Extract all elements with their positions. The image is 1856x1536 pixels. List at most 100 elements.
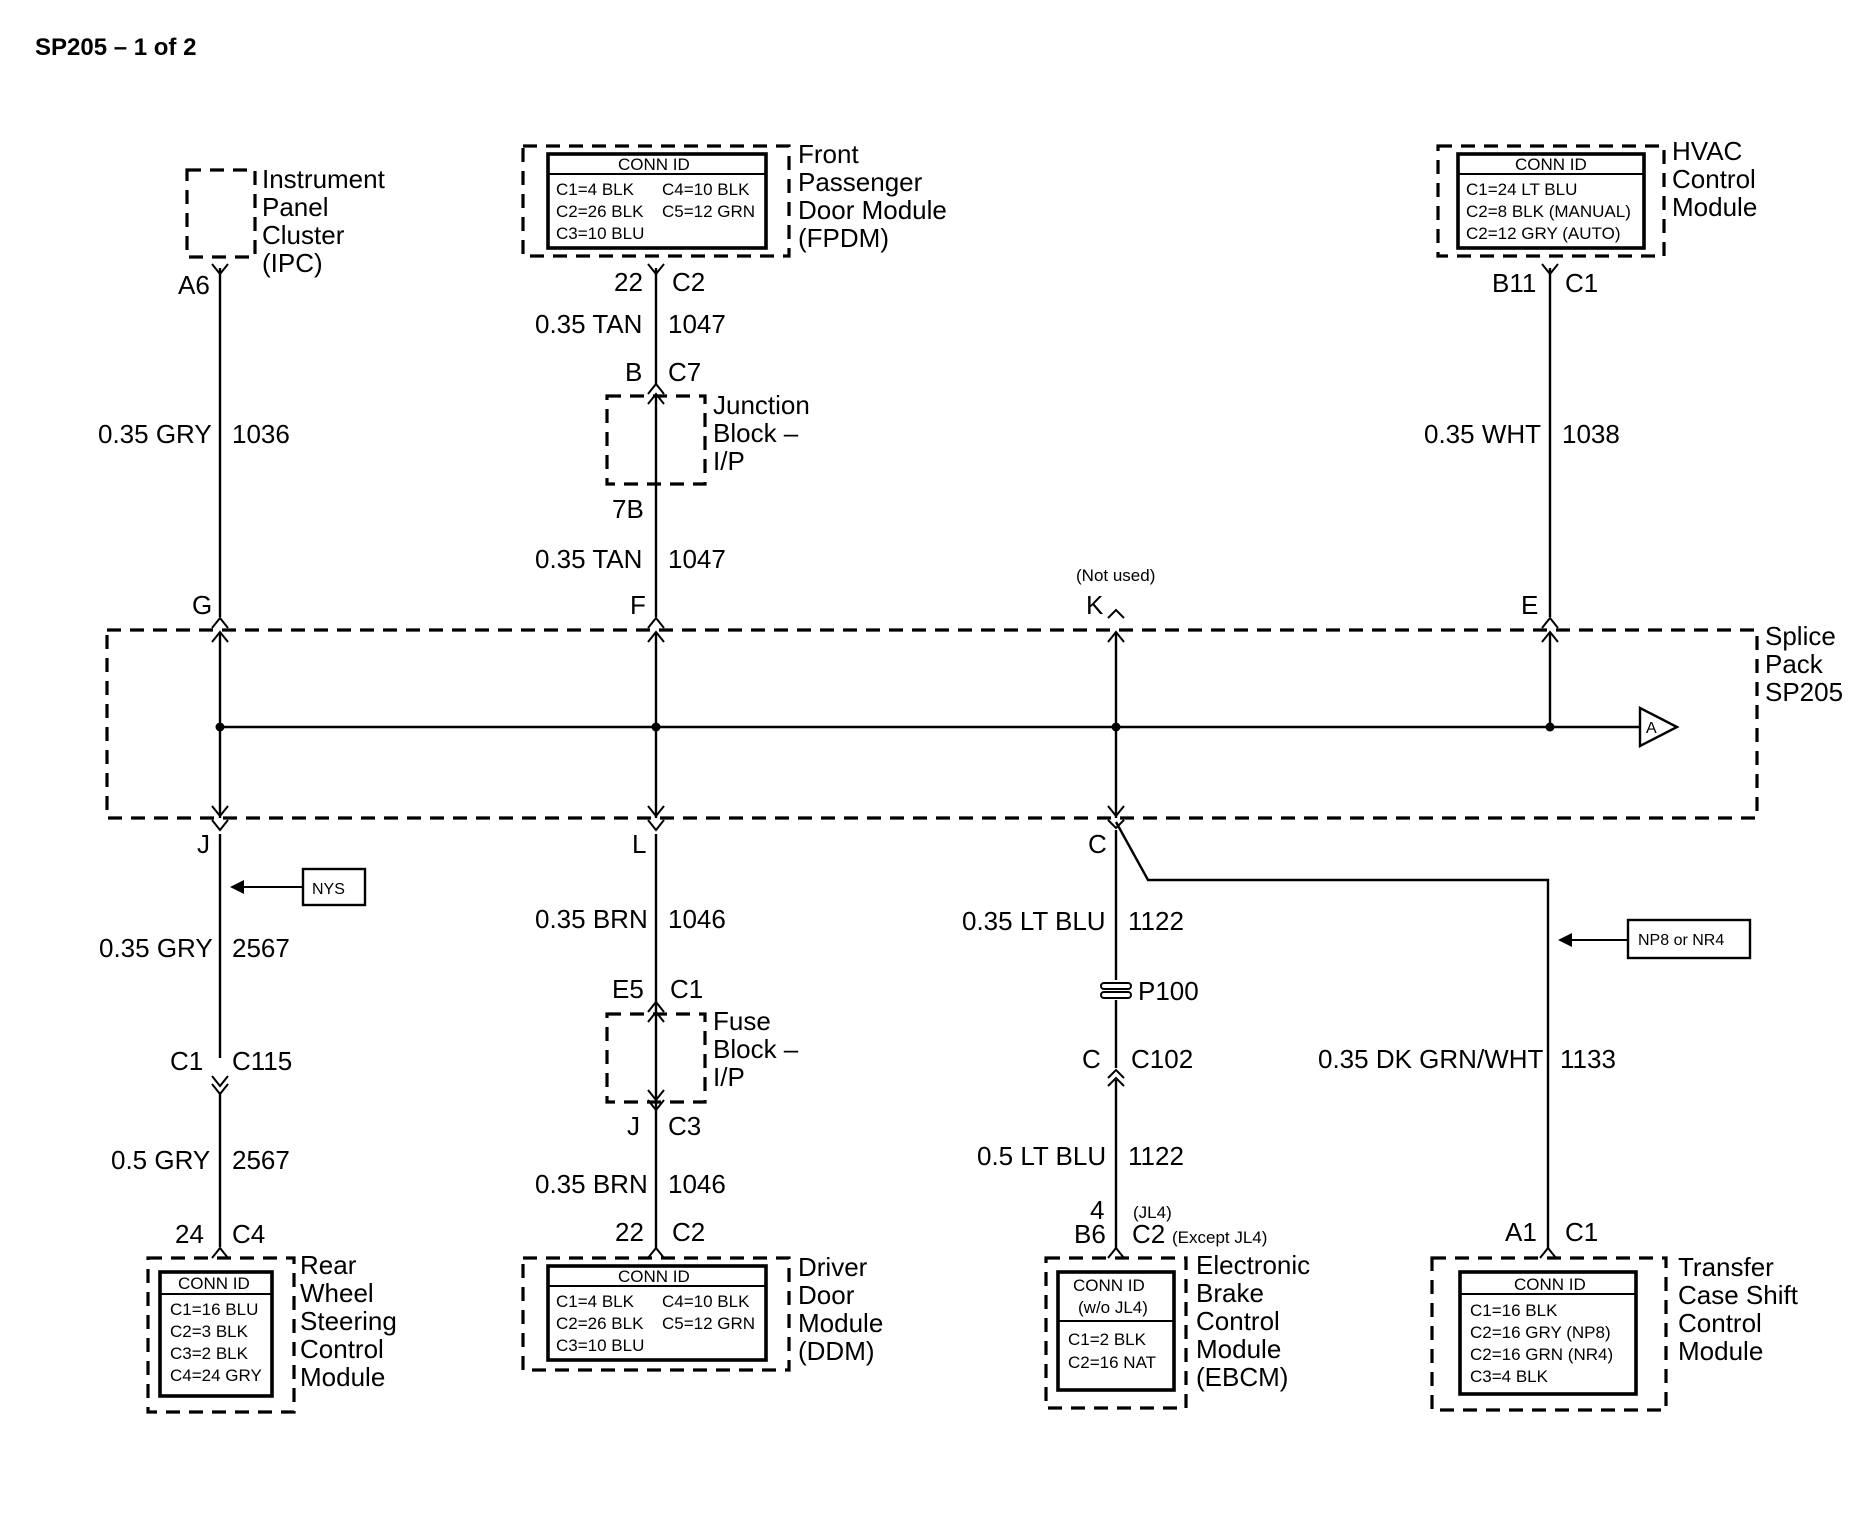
hvac-conn-table	[1456, 152, 1646, 250]
option-box-np8	[1626, 918, 1752, 960]
passthrough-label: P100	[1138, 976, 1199, 1006]
wire-color-label: 0.35 BRN	[535, 1169, 648, 1199]
tcscm-conn-table	[1458, 1270, 1638, 1396]
pin-label: B6	[1074, 1219, 1106, 1249]
conn-table-head: CONN ID	[1514, 1275, 1586, 1294]
wire-color-label: 0.35 TAN	[535, 544, 642, 574]
pin-label: 22	[615, 1217, 644, 1247]
ddm-label: Driver	[798, 1252, 868, 1282]
splice-pack-sp205: A Splice Pack SP205	[105, 621, 1843, 820]
conn-table-row: C3=4 BLK	[1470, 1367, 1549, 1386]
hvac-label: Module	[1672, 192, 1757, 222]
ddm-label: (DDM)	[798, 1336, 875, 1366]
ipc-label: Panel	[262, 192, 329, 222]
offpage-label: A	[1646, 720, 1657, 737]
fpdm-circuit: CONN ID C1=4 BLK C4=10 BLK C2=26 BLK C5=…	[521, 139, 947, 727]
wire-color-label: 0.35 TAN	[535, 309, 642, 339]
fuse-label: I/P	[713, 1062, 745, 1092]
ipc-circuit: Instrument Panel Cluster (IPC) A6 0.35 G…	[98, 164, 386, 727]
conn-table-row: C3=10 BLU	[556, 1336, 644, 1355]
not-used-label: (Not used)	[1076, 566, 1155, 585]
junction-label: I/P	[713, 446, 745, 476]
ebcm-circuit: (Not used) K C 0.35 LT BLU 1122 P100 C C…	[962, 566, 1310, 1410]
splice-pin-label: G	[192, 590, 212, 620]
conn-table-row: C2=3 BLK	[170, 1322, 249, 1341]
hvac-circuit: CONN ID C1=24 LT BLU C2=8 BLK (MANUAL) C…	[1424, 136, 1757, 727]
junction-label: Junction	[713, 390, 810, 420]
ebcm-label: (EBCM)	[1196, 1362, 1288, 1392]
wire-circuit-label: 1122	[1128, 906, 1184, 936]
tcscm-label: Case Shift	[1678, 1280, 1799, 1310]
conn-table-row: C2=16 GRY (NP8)	[1470, 1323, 1611, 1342]
pin-label: B11	[1492, 268, 1536, 298]
ddm-circuit: L 0.35 BRN 1046 E5 C1 Fuse Block – I/P J…	[521, 727, 883, 1372]
connector-label: C2	[672, 1217, 705, 1247]
conn-table-head: CONN ID	[178, 1274, 250, 1293]
wire-color-label: 0.35 LT BLU	[962, 906, 1106, 936]
pin-label: C1	[170, 1046, 203, 1076]
splice-pin-label: E	[1521, 590, 1538, 620]
ddm-module	[521, 1256, 791, 1372]
splice-label: SP205	[1765, 677, 1843, 707]
option-label: NP8 or NR4	[1638, 932, 1724, 949]
splice-pin-label: J	[197, 829, 210, 859]
connector-label: C7	[668, 357, 701, 387]
rws-module	[146, 1256, 296, 1414]
offpage-connector-a	[1638, 706, 1680, 748]
ipc-label: (IPC)	[262, 248, 323, 278]
wire-color-label: 0.35 BRN	[535, 904, 648, 934]
fuse-block	[605, 1012, 707, 1104]
wire-color-label: 0.5 LT BLU	[977, 1141, 1106, 1171]
conn-table-row: C4=10 BLK	[662, 1292, 750, 1311]
conn-table-row: C3=2 BLK	[170, 1344, 249, 1363]
option-note: (JL4)	[1133, 1203, 1172, 1222]
ddm-label: Door	[798, 1280, 855, 1310]
hvac-module	[1436, 144, 1666, 258]
wire-circuit-label: 1036	[232, 419, 290, 449]
fpdm-label: Door Module	[798, 195, 947, 225]
conn-table-row: C4=10 BLK	[662, 180, 750, 199]
wire-circuit-label: 1046	[668, 904, 726, 934]
wire-circuit-label: 1047	[668, 544, 726, 574]
rws-label: Wheel	[300, 1278, 374, 1308]
ebcm-module	[1044, 1256, 1188, 1410]
ebcm-label: Module	[1196, 1334, 1281, 1364]
wire-circuit-label: 1046	[668, 1169, 726, 1199]
wire-circuit-label: 2567	[232, 933, 290, 963]
wire-circuit-label: 2567	[232, 1145, 290, 1175]
splice-pin-label: K	[1086, 590, 1104, 620]
connector-label: C115	[232, 1046, 292, 1076]
option-label: NYS	[312, 881, 345, 898]
diagram-title: SP205 – 1 of 2	[35, 34, 196, 61]
wire-color-label: 0.35 DK GRN/WHT	[1318, 1044, 1543, 1074]
conn-table-row: C5=12 GRN	[662, 1314, 755, 1333]
conn-table-row: C1=16 BLU	[170, 1300, 258, 1319]
hvac-label: Control	[1672, 164, 1756, 194]
ebcm-label: Control	[1196, 1306, 1280, 1336]
conn-table-row: C2=8 BLK (MANUAL)	[1466, 202, 1631, 221]
wire-circuit-label: 1122	[1128, 1141, 1184, 1171]
transfer-case-circuit: NP8 or NR4 0.35 DK GRN/WHT 1133 A1 C1 CO…	[1114, 821, 1799, 1412]
ipc-label: Cluster	[262, 220, 345, 250]
pin-label: 24	[175, 1219, 204, 1249]
ddm-conn-table	[546, 1264, 768, 1362]
fpdm-label: Front	[798, 139, 859, 169]
rws-circuit: J NYS 0.35 GRY 2567 C1 C115 0.5 GRY 2567…	[99, 727, 397, 1414]
connector-label: C1	[670, 974, 703, 1004]
splice-pin-label: F	[630, 590, 646, 620]
fpdm-label: Passenger	[798, 167, 923, 197]
wire-circuit-label: 1038	[1562, 419, 1620, 449]
hvac-label: HVAC	[1672, 136, 1742, 166]
fuse-label: Fuse	[713, 1006, 771, 1036]
conn-table-row: C2=16 NAT	[1068, 1353, 1156, 1372]
conn-table-row: C2=26 BLK	[556, 202, 644, 221]
fpdm-conn-table	[546, 152, 768, 250]
connector-label: C1	[1565, 1217, 1598, 1247]
splice-pin-label: L	[632, 829, 646, 859]
conn-table-row: C2=12 GRY (AUTO)	[1466, 224, 1620, 243]
conn-table-row: C5=12 GRN	[662, 202, 755, 221]
connector-label: C102	[1131, 1044, 1193, 1074]
tcscm-label: Control	[1678, 1308, 1762, 1338]
ebcm-label: Brake	[1196, 1278, 1264, 1308]
